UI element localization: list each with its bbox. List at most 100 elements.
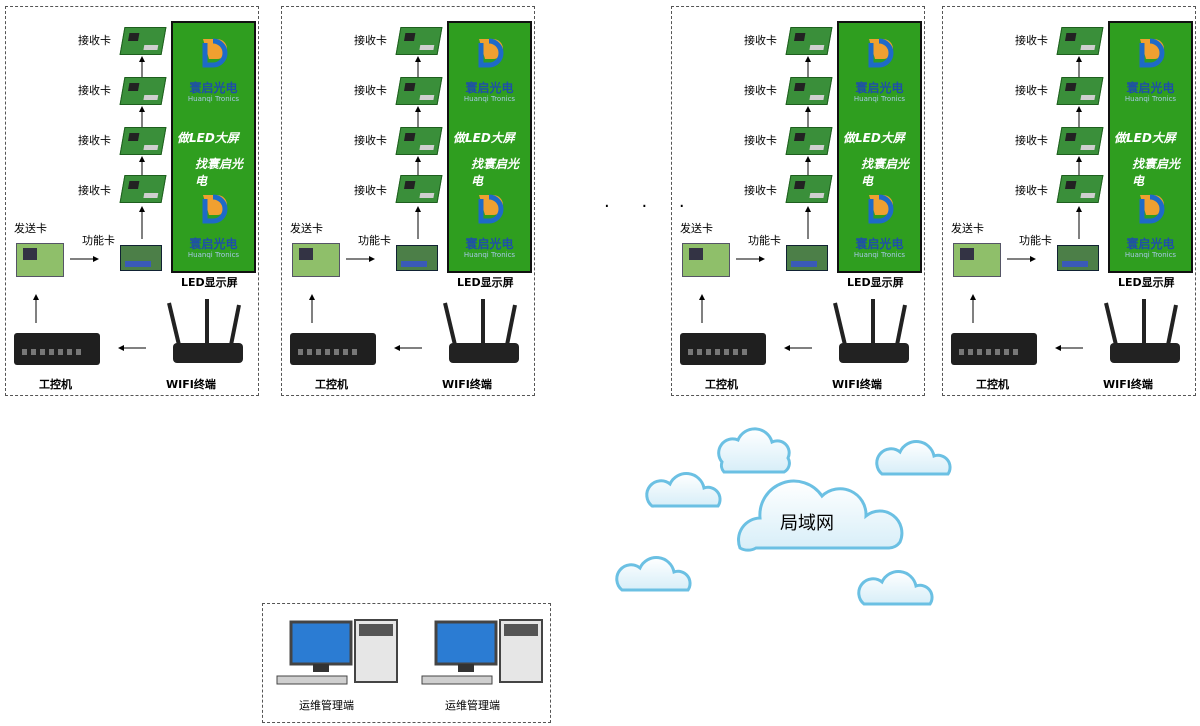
brand-name: 寰启光电 — [1126, 237, 1175, 251]
slogan-line-1: 做LED大屏 — [453, 131, 515, 145]
wifi-router-icon — [167, 299, 243, 363]
wifi-router-icon — [443, 299, 519, 363]
wifi-label: WIFI终端 — [166, 378, 216, 391]
brand-name: 寰启光电 — [189, 81, 238, 95]
ellipsis: · · · — [604, 196, 698, 217]
sender-card — [682, 243, 730, 277]
brand-english: Huanqi Tronics — [187, 251, 240, 259]
brand-english: Huanqi Tronics — [853, 251, 906, 259]
logo-icon — [202, 38, 228, 68]
cloud-small — [857, 570, 934, 606]
flow-arrows — [699, 56, 812, 351]
unit-2: 接收卡 接收卡 接收卡 接收卡 发送卡 功能卡 寰启光电 Huanqi Tron… — [281, 6, 535, 396]
pc-label: 工控机 — [976, 378, 1009, 391]
receiver-card-label: 接收卡 — [78, 184, 111, 197]
brand-name: 寰启光电 — [465, 81, 514, 95]
receiver-card-label: 接收卡 — [78, 84, 111, 97]
cloud-small — [645, 472, 722, 508]
function-card — [1057, 245, 1099, 271]
management-terminals: 运维管理端 运维管理端 — [262, 603, 551, 723]
receiver-card-label: 接收卡 — [78, 34, 111, 47]
wifi-router-icon — [1104, 299, 1180, 363]
function-card-label: 功能卡 — [82, 234, 115, 247]
terminal-label: 运维管理端 — [445, 699, 500, 712]
function-card-label: 功能卡 — [748, 234, 781, 247]
logo-icon — [478, 194, 504, 224]
brand-english: Huanqi Tronics — [187, 95, 240, 103]
function-card — [396, 245, 438, 271]
wifi-label: WIFI终端 — [832, 378, 882, 391]
industrial-pc — [951, 333, 1037, 365]
led-screen: 寰启光电 Huanqi Tronics 做LED大屏 找寰启光电 寰启光电 Hu… — [1108, 21, 1193, 273]
brand-english: Huanqi Tronics — [463, 251, 516, 259]
brand-name: 寰启光电 — [189, 237, 238, 251]
sender-card — [16, 243, 64, 277]
brand-name: 寰启光电 — [465, 237, 514, 251]
industrial-pc — [680, 333, 766, 365]
led-screen-label: LED显示屏 — [457, 276, 514, 289]
cloud-small — [615, 556, 692, 592]
desktop-computer-icon — [421, 619, 543, 685]
cloud-small — [875, 440, 952, 476]
slogan-line-1: 做LED大屏 — [843, 131, 905, 145]
receiver-card-label: 接收卡 — [1015, 34, 1048, 47]
brand-name: 寰启光电 — [855, 81, 904, 95]
led-screen: 寰启光电 Huanqi Tronics 做LED大屏 找寰启光电 寰启光电 Hu… — [447, 21, 532, 273]
slogan-line-1: 做LED大屏 — [1114, 131, 1176, 145]
wifi-router-icon — [833, 299, 909, 363]
receiver-card-label: 接收卡 — [354, 84, 387, 97]
led-screen-label: LED显示屏 — [847, 276, 904, 289]
slogan-line-2: 找寰启光电 — [471, 157, 520, 188]
sender-card-label: 发送卡 — [290, 222, 323, 235]
brand-name: 寰启光电 — [1126, 81, 1175, 95]
unit-4: 接收卡 接收卡 接收卡 接收卡 发送卡 功能卡 寰启光电 Huanqi Tron… — [942, 6, 1196, 396]
flow-arrows — [309, 56, 422, 351]
brand-english: Huanqi Tronics — [463, 95, 516, 103]
cloud-label: 局域网 — [780, 513, 834, 534]
led-screen-label: LED显示屏 — [1118, 276, 1175, 289]
desktop-computer-icon — [276, 619, 398, 685]
function-card-label: 功能卡 — [1019, 234, 1052, 247]
slogan-line-1: 做LED大屏 — [177, 131, 239, 145]
receiver-card-label: 接收卡 — [354, 134, 387, 147]
led-screen: 寰启光电 Huanqi Tronics 做LED大屏 找寰启光电 寰启光电 Hu… — [837, 21, 922, 273]
sender-card-label: 发送卡 — [680, 222, 713, 235]
flow-arrows — [970, 56, 1083, 351]
receiver-card-label: 接收卡 — [1015, 134, 1048, 147]
cloud-small — [717, 427, 791, 474]
logo-icon — [868, 38, 894, 68]
slogan-line-2: 找寰启光电 — [1132, 157, 1181, 188]
industrial-pc — [290, 333, 376, 365]
sender-card-label: 发送卡 — [951, 222, 984, 235]
receiver-card-label: 接收卡 — [354, 184, 387, 197]
receiver-card-label: 接收卡 — [744, 134, 777, 147]
function-card — [786, 245, 828, 271]
led-screen-label: LED显示屏 — [181, 276, 238, 289]
sender-card-label: 发送卡 — [14, 222, 47, 235]
logo-icon — [1139, 38, 1165, 68]
logo-icon — [202, 194, 228, 224]
flow-arrows — [33, 56, 146, 351]
logo-icon — [868, 194, 894, 224]
slogan-line-2: 找寰启光电 — [195, 157, 244, 188]
sender-card — [953, 243, 1001, 277]
function-card — [120, 245, 162, 271]
cloud-main — [737, 479, 904, 552]
brand-english: Huanqi Tronics — [853, 95, 906, 103]
slogan-line-2: 找寰启光电 — [861, 157, 910, 188]
receiver-card-label: 接收卡 — [744, 84, 777, 97]
function-card-label: 功能卡 — [358, 234, 391, 247]
receiver-card-label: 接收卡 — [1015, 84, 1048, 97]
pc-label: 工控机 — [705, 378, 738, 391]
receiver-card-label: 接收卡 — [744, 34, 777, 47]
logo-icon — [1139, 194, 1165, 224]
receiver-card-label: 接收卡 — [1015, 184, 1048, 197]
unit-3: 接收卡 接收卡 接收卡 接收卡 发送卡 功能卡 寰启光电 Huanqi Tron… — [671, 6, 925, 396]
unit-1: 接收卡 接收卡 接收卡 接收卡 发送卡 功能卡 寰启光电 Huanqi Tron… — [5, 6, 259, 396]
pc-label: 工控机 — [39, 378, 72, 391]
logo-icon — [478, 38, 504, 68]
receiver-card-label: 接收卡 — [744, 184, 777, 197]
brand-english: Huanqi Tronics — [1124, 95, 1177, 103]
sender-card — [292, 243, 340, 277]
brand-english: Huanqi Tronics — [1124, 251, 1177, 259]
